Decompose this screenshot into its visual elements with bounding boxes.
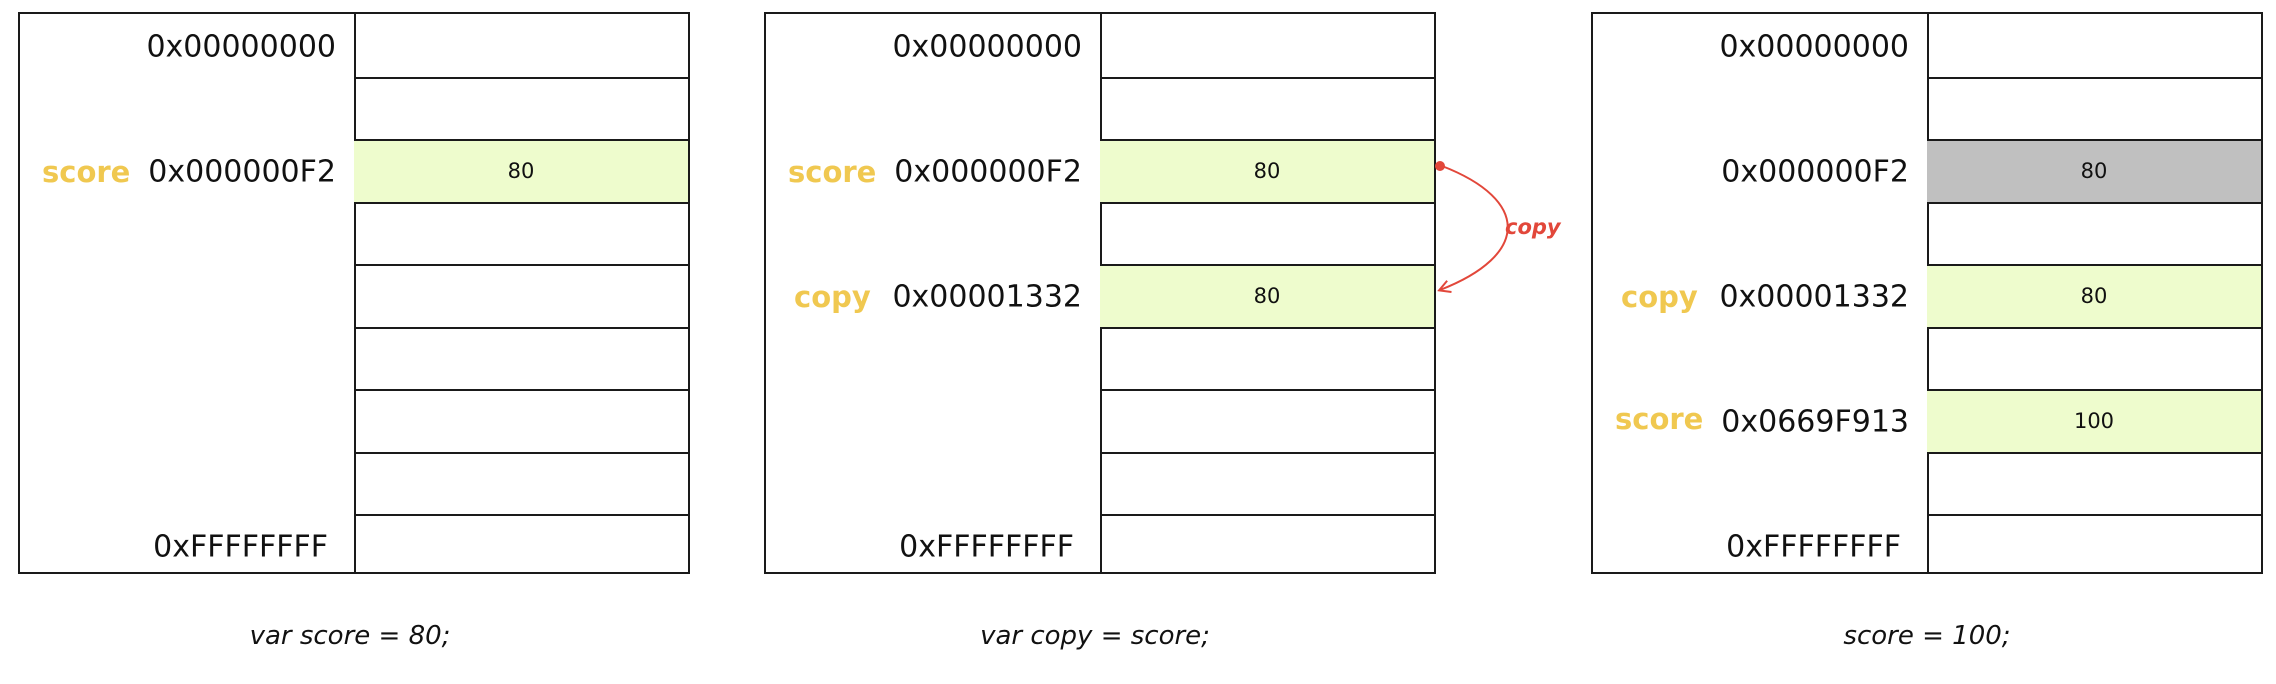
memory-cell [1100,389,1434,452]
variable-label-score: score [42,155,131,189]
address-top: 0x00000000 [146,29,336,65]
caption-step-1: var score = 80; [249,621,451,651]
memory-cell [354,451,688,515]
memory-cell [1100,451,1434,515]
memory-cells: 80 [354,14,688,572]
memory-cell-score: 100 [1927,389,2261,452]
memory-cell-released: 80 [1927,139,2261,202]
memory-cell-score: 80 [1100,139,1434,202]
memory-panel-3: 80 80 100 0x00000000 0x000000F2 0x000013… [1591,12,2263,574]
memory-cell [354,201,688,265]
memory-cell [354,389,688,452]
address-bottom: 0xFFFFFFFF [153,529,328,565]
memory-cell [354,326,688,390]
memory-cell [1927,326,2261,390]
memory-cell-copy: 80 [1100,264,1434,327]
memory-cell [1100,76,1434,140]
memory-cells: 80 80 100 [1927,14,2261,572]
caption-step-3: score = 100; [1843,621,2011,651]
memory-cell [354,76,688,140]
memory-cell [1927,451,2261,515]
address-score: 0x000000F2 [148,154,336,190]
memory-cell [1927,14,2261,77]
memory-panel-1: 80 0x00000000 0x000000F2 0xFFFFFFFF scor… [18,12,690,574]
memory-cell-copy: 80 [1927,264,2261,327]
copy-arrow-label: copy [1505,215,1561,239]
column-divider [354,14,356,572]
address-top: 0x00000000 [1719,29,1909,65]
variable-label-score: score [788,155,877,189]
address-top: 0x00000000 [892,29,1082,65]
memory-cell [1100,514,1434,577]
caption-step-2: var copy = score; [980,621,1210,651]
arrow-curve [1440,165,1509,290]
memory-cell [1927,514,2261,577]
address-score: 0x0669F913 [1721,404,1909,440]
memory-cell [1927,76,2261,140]
variable-label-copy: copy [1621,280,1698,314]
address-copy: 0x00001332 [892,279,1082,315]
memory-cell [1100,326,1434,390]
memory-cells: 80 80 [1100,14,1434,572]
memory-cell [354,514,688,577]
address-released: 0x000000F2 [1721,154,1909,190]
address-copy: 0x00001332 [1719,279,1909,315]
memory-cell-score: 80 [354,139,688,202]
address-bottom: 0xFFFFFFFF [899,529,1074,565]
address-score: 0x000000F2 [894,154,1082,190]
memory-cell [354,264,688,327]
memory-panel-2: 80 80 0x00000000 0x000000F2 0x00001332 0… [764,12,1436,574]
address-bottom: 0xFFFFFFFF [1726,529,1901,565]
variable-label-copy: copy [794,280,871,314]
arrow-origin-dot [1435,161,1445,171]
memory-cell [1927,201,2261,265]
memory-cell [1100,201,1434,265]
variable-label-score: score [1615,402,1704,436]
